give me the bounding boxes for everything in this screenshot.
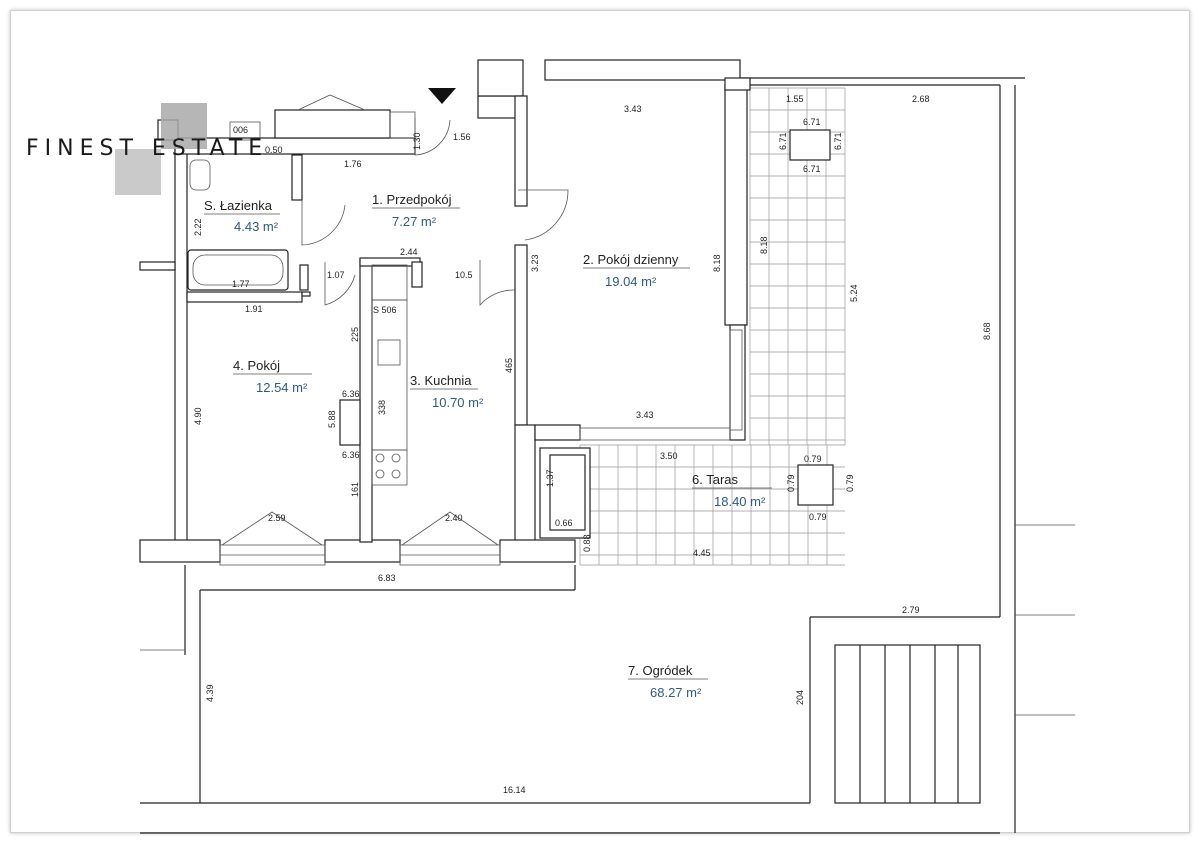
dim-label: 338 xyxy=(377,400,387,415)
dim-label: 10.5 xyxy=(455,270,473,280)
dim-label: 2.40 xyxy=(445,513,463,523)
dim-label: 0.79 xyxy=(845,474,855,492)
dim-label: 0.79 xyxy=(804,454,822,464)
room-label-lazienka: S. Łazienka xyxy=(204,198,273,213)
room-area-ogrodek: 68.27 m² xyxy=(650,685,702,700)
dim-label: 465 xyxy=(504,358,514,373)
dim-label: 1.76 xyxy=(344,159,362,169)
dim-label: 0.79 xyxy=(786,474,796,492)
dimension-labels: 3.43 3.43 1.55 2.68 6.71 6.71 6.71 6.71 … xyxy=(193,94,992,795)
room-labels: 1. Przedpokój 7.27 m² 2. Pokój dzienny 1… xyxy=(204,192,772,700)
dim-label: 1.55 xyxy=(786,94,804,104)
dim-label: 2.22 xyxy=(193,218,203,236)
dim-label: 5.88 xyxy=(327,410,337,428)
shafts xyxy=(299,129,834,506)
dim-label: 6.71 xyxy=(803,164,821,174)
room-area-taras: 18.40 m² xyxy=(714,494,766,509)
room-label-ogrodek: 7. Ogródek xyxy=(628,663,693,678)
dim-label: 161 xyxy=(350,482,360,497)
room-area-lazienka: 4.43 m² xyxy=(234,219,279,234)
windows xyxy=(219,94,743,566)
room-label-kuchnia: 3. Kuchnia xyxy=(410,373,472,388)
room-area-przedpokoj: 7.27 m² xyxy=(392,214,437,229)
logo-square xyxy=(115,149,161,195)
dim-label: 1.07 xyxy=(327,270,345,280)
dim-label: S 506 xyxy=(373,305,397,315)
dim-label: 6.36 xyxy=(342,389,360,399)
dim-label: 1.37 xyxy=(545,469,555,487)
room-area-pokoj-dzienny: 19.04 m² xyxy=(605,274,657,289)
room-area-pokoj: 12.54 m² xyxy=(256,380,308,395)
dim-label: 4.90 xyxy=(193,407,203,425)
dim-label: 006 xyxy=(233,125,248,135)
bathroom-fixtures xyxy=(187,121,289,291)
dim-label: 4.45 xyxy=(693,548,711,558)
dim-label: 1.30 xyxy=(412,132,422,150)
room-label-przedpokoj: 1. Przedpokój xyxy=(372,192,452,207)
dim-label: 2.59 xyxy=(268,513,286,523)
room-area-kuchnia: 10.70 m² xyxy=(432,395,484,410)
room-label-pokoj: 4. Pokój xyxy=(233,358,280,373)
dim-label: 2.68 xyxy=(912,94,930,104)
logo-square xyxy=(161,103,207,149)
entrance-arrow-icon xyxy=(428,88,456,104)
dim-label: 8.18 xyxy=(712,254,722,272)
terrace-tiles xyxy=(579,87,846,566)
dim-label: 8.18 xyxy=(759,236,769,254)
garden-stairs xyxy=(834,644,981,804)
brand-logo: FINEST ESTATE xyxy=(26,136,269,161)
dim-label: 1.91 xyxy=(245,304,263,314)
dim-label: 225 xyxy=(350,327,360,342)
dim-label: 6.71 xyxy=(803,117,821,127)
dim-label: 3.23 xyxy=(530,254,540,272)
dim-label: 0.88 xyxy=(582,534,592,552)
dim-label: 6.36 xyxy=(342,450,360,460)
dim-label: 3.43 xyxy=(624,104,642,114)
dim-label: 6.71 xyxy=(778,132,788,150)
dim-label: 6.83 xyxy=(378,573,396,583)
dim-label: 3.50 xyxy=(660,451,678,461)
dim-label: 1.77 xyxy=(232,279,250,289)
dim-label: 8.68 xyxy=(982,322,992,340)
dim-label: 3.43 xyxy=(636,410,654,420)
room-label-pokoj-dzienny: 2. Pokój dzienny xyxy=(583,252,679,267)
dim-label: 0.79 xyxy=(809,512,827,522)
dim-label: 0.66 xyxy=(555,518,573,528)
dim-label: 204 xyxy=(795,690,805,705)
dim-label: 6.71 xyxy=(833,132,843,150)
garden-outline xyxy=(140,77,1075,834)
dim-label: 2.44 xyxy=(400,247,418,257)
doors xyxy=(301,118,569,307)
dim-label: 16.14 xyxy=(503,785,526,795)
dim-label: 5.24 xyxy=(849,284,859,302)
dim-label: 1.56 xyxy=(453,132,471,142)
dim-label: 0.50 xyxy=(265,145,283,155)
kitchen-fixtures xyxy=(371,264,408,486)
dim-label: 2.79 xyxy=(902,605,920,615)
dim-label: 4.39 xyxy=(205,684,215,702)
room-label-taras: 6. Taras xyxy=(692,472,739,487)
